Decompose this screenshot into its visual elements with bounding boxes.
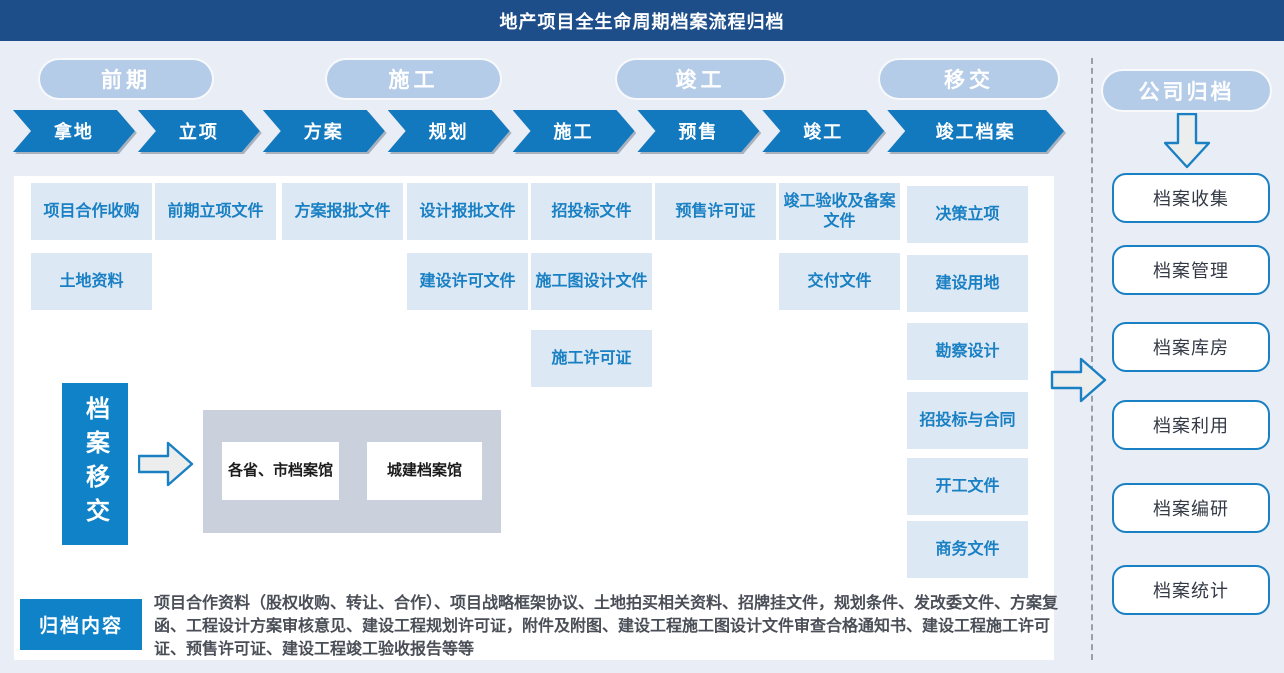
- doc-box: 方案报批文件: [282, 183, 403, 240]
- doc-box: 招投标与合同: [907, 392, 1028, 449]
- stage-chevron: 规划: [388, 110, 510, 152]
- doc-box: 勘察设计: [907, 323, 1028, 380]
- company-archive-item: 档案编研: [1112, 483, 1270, 533]
- destination-box: 各省、市档案馆: [222, 442, 339, 500]
- doc-box: 施工图设计文件: [531, 253, 652, 310]
- dashed-divider: [1091, 58, 1093, 660]
- doc-box: 土地资料: [31, 253, 152, 310]
- company-archive-item: 档案收集: [1112, 173, 1270, 223]
- stage-chevron: 施工: [513, 110, 635, 152]
- archive-transfer-box: 档案移交: [62, 383, 128, 545]
- doc-box: 施工许可证: [531, 330, 652, 387]
- company-archive-item: 档案利用: [1112, 400, 1270, 450]
- doc-box: 商务文件: [907, 521, 1028, 578]
- stage-chevron: 拿地: [13, 110, 135, 152]
- diagram-title: 地产项目全生命周期档案流程归档: [0, 0, 1284, 41]
- doc-box: 建设许可文件: [407, 253, 528, 310]
- doc-box: 招投标文件: [531, 183, 652, 240]
- phase-pill-yijiao: 移交: [880, 60, 1058, 98]
- stage-fangan: 方案: [263, 110, 385, 152]
- stage-shigong: 施工: [513, 110, 635, 152]
- phase-pill-qianqi: 前期: [40, 60, 212, 98]
- arrow-right-large-icon: [1050, 357, 1107, 403]
- company-archive-item: 档案统计: [1112, 565, 1270, 615]
- arrow-down-icon: [1164, 113, 1210, 169]
- stage-yushou: 预售: [637, 110, 759, 152]
- phase-pill-jungong: 竣工: [617, 60, 784, 98]
- doc-box: 交付文件: [779, 253, 900, 310]
- archive-content-label: 归档内容: [20, 599, 142, 650]
- stage-chevron: 方案: [263, 110, 385, 152]
- content-panel: [14, 176, 1054, 660]
- doc-box: 项目合作收购: [31, 183, 152, 240]
- company-archive-item: 档案管理: [1112, 245, 1270, 295]
- stage-chevron: 竣工档案: [887, 110, 1064, 152]
- stage-jungong: 竣工: [762, 110, 884, 152]
- phase-pill-shigong: 施工: [327, 60, 500, 98]
- destination-box: 城建档案馆: [367, 442, 482, 500]
- doc-box: 建设用地: [907, 255, 1028, 312]
- stage-chevron: 立项: [138, 110, 260, 152]
- stage-arrow-row: 拿地 立项 方案 规划 施工 预售 竣工 竣工档案: [13, 110, 1064, 152]
- doc-box: 设计报批文件: [407, 183, 528, 240]
- stage-lixiang: 立项: [138, 110, 260, 152]
- doc-box: 开工文件: [907, 458, 1028, 515]
- stage-jungong-dangan: 竣工档案: [887, 110, 1064, 152]
- company-archive-pill: 公司归档: [1103, 71, 1270, 110]
- stage-chevron: 预售: [637, 110, 759, 152]
- arrow-right-icon: [138, 441, 194, 487]
- doc-box: 前期立项文件: [155, 183, 276, 240]
- doc-box: 决策立项: [907, 186, 1028, 243]
- stage-chevron: 竣工: [762, 110, 884, 152]
- company-archive-item: 档案库房: [1112, 322, 1270, 372]
- stage-guihua: 规划: [388, 110, 510, 152]
- stage-nadi: 拿地: [13, 110, 135, 152]
- doc-box: 预售许可证: [655, 183, 776, 240]
- doc-box: 竣工验收及备案文件: [779, 183, 900, 240]
- archive-content-text: 项目合作资料（股权收购、转让、合作）、项目战略框架协议、土地拍买相关资料、招牌挂…: [154, 595, 1059, 658]
